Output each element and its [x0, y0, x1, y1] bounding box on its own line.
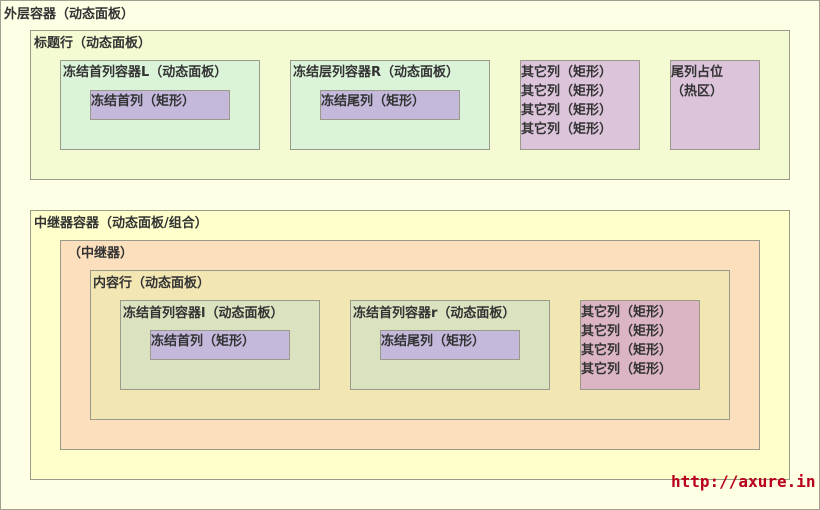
other-column-label: 其它列（矩形） [581, 324, 673, 339]
frozen-first-column-container-l-label: 冻结首列容器l（动态面板） [123, 306, 284, 321]
content-row-label: 内容行（动态面板） [93, 276, 211, 291]
repeater-label: （中继器） [68, 246, 134, 261]
frozen-first-column-rect: 冻结首列（矩形） [90, 90, 230, 120]
frozen-first-column-rect-label: 冻结首列（矩形） [91, 94, 196, 109]
content-frozen-last-column-rect: 冻结尾列（矩形） [380, 330, 520, 360]
frozen-first-column-container-L-label: 冻结首列容器L（动态面板） [63, 65, 228, 80]
content-frozen-first-column-rect-label: 冻结首列（矩形） [151, 334, 256, 349]
other-column-label: 其它列（矩形） [521, 122, 613, 137]
tail-placeholder-sublabel: （热区） [671, 84, 724, 99]
other-columns-top: 其它列（矩形） 其它列（矩形） 其它列（矩形） 其它列（矩形） [520, 60, 640, 150]
tail-column-placeholder: 尾列占位 （热区） [670, 60, 760, 150]
other-column-label: 其它列（矩形） [521, 103, 613, 118]
other-column-label: 其它列（矩形） [581, 362, 673, 377]
other-column-label: 其它列（矩形） [521, 65, 613, 80]
other-columns-bottom: 其它列（矩形） 其它列（矩形） 其它列（矩形） 其它列（矩形） [580, 300, 700, 390]
frozen-last-column-rect: 冻结尾列（矩形） [320, 90, 460, 120]
tail-placeholder-label: 尾列占位 [671, 65, 724, 80]
frozen-last-column-container-r-label: 冻结首列容器r（动态面板） [353, 306, 516, 321]
content-frozen-first-column-rect: 冻结首列（矩形） [150, 330, 290, 360]
other-column-label: 其它列（矩形） [521, 84, 613, 99]
outer-container-label: 外层容器（动态面板） [4, 7, 135, 22]
content-frozen-last-column-rect-label: 冻结尾列（矩形） [381, 334, 486, 349]
repeater-container-label: 中继器容器（动态面板/组合） [34, 216, 208, 231]
frozen-last-column-container-R-label: 冻结层列容器R（动态面板） [293, 65, 460, 80]
watermark-link[interactable]: http://axure.in [671, 472, 816, 491]
other-column-label: 其它列（矩形） [581, 305, 673, 320]
other-column-label: 其它列（矩形） [581, 343, 673, 358]
title-row-label: 标题行（动态面板） [34, 36, 152, 51]
frozen-last-column-rect-label: 冻结尾列（矩形） [321, 94, 426, 109]
